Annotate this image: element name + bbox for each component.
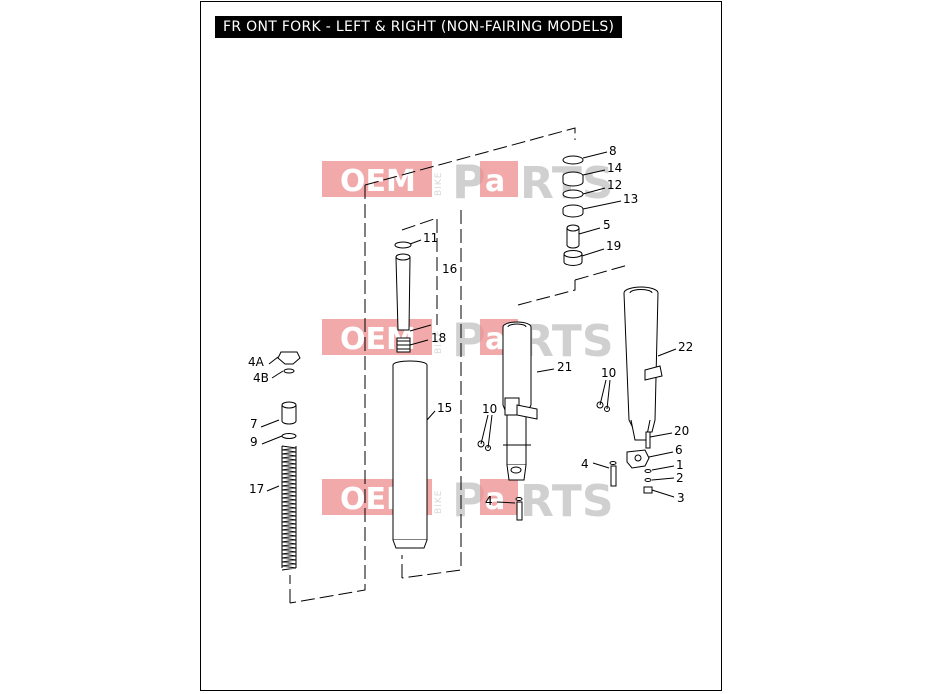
part-washer-9 <box>281 433 297 439</box>
callout-10-left: 10 <box>482 402 497 416</box>
callout-2: 2 <box>676 471 684 485</box>
svg-text:RTS: RTS <box>520 476 614 527</box>
callout-21: 21 <box>557 360 572 374</box>
part-bolt-4-right <box>609 461 617 487</box>
callout-15: 15 <box>437 401 452 415</box>
callout-5: 5 <box>603 218 611 232</box>
part-seal-14 <box>562 171 584 187</box>
callout-16: 16 <box>442 262 457 276</box>
part-bushing-19 <box>563 250 583 266</box>
callout-14: 14 <box>607 161 622 175</box>
callout-labels: 8 14 12 13 5 19 11 16 18 15 4A 4B 7 9 17… <box>248 144 693 508</box>
callout-22: 22 <box>678 340 693 354</box>
svg-text:a: a <box>485 482 505 517</box>
part-oring-4B <box>283 368 295 374</box>
callout-8: 8 <box>609 144 617 158</box>
diagram-title: FR ONT FORK - LEFT & RIGHT (NON-FAIRING … <box>215 16 623 38</box>
part-slider-left-21 <box>502 321 538 481</box>
part-fork-tube-15 <box>392 360 428 549</box>
callout-4-right: 4 <box>581 457 589 471</box>
callout-18: 18 <box>431 331 446 345</box>
callout-6: 6 <box>675 443 683 457</box>
part-spring-18 <box>396 337 411 353</box>
callout-10-right: 10 <box>601 366 616 380</box>
svg-text:a: a <box>485 322 505 357</box>
part-cap-4A <box>277 351 301 365</box>
part-spacer-7 <box>281 401 297 425</box>
dashed-group-lines <box>289 127 629 604</box>
part-retaining-ring-8 <box>562 155 584 165</box>
watermark-row-1: OEM BIKE P a RTS <box>322 155 614 209</box>
part-slider-right-22 <box>623 286 663 441</box>
part-stud-20 <box>645 431 651 449</box>
callout-11: 11 <box>423 231 438 245</box>
svg-text:a: a <box>485 164 505 199</box>
part-washer-1 <box>644 469 652 473</box>
part-spring-17 <box>281 445 297 571</box>
callout-20: 20 <box>674 424 689 438</box>
part-washer-12 <box>562 189 584 199</box>
part-nut-3 <box>643 486 653 494</box>
callout-12: 12 <box>607 178 622 192</box>
watermark-row-3: OEM BIKE P a RTS <box>322 473 614 527</box>
callout-4B: 4B <box>253 371 269 385</box>
part-lockwasher-2 <box>644 478 652 482</box>
svg-text:BIKE: BIKE <box>434 490 444 514</box>
leader-lines <box>260 151 677 504</box>
svg-text:RTS: RTS <box>520 316 614 367</box>
callout-1: 1 <box>676 458 684 472</box>
callout-13: 13 <box>623 192 638 206</box>
callout-3: 3 <box>677 491 685 505</box>
part-bushing-13 <box>562 204 584 218</box>
callout-7: 7 <box>250 417 258 431</box>
part-spacer-5 <box>566 224 580 249</box>
callout-9: 9 <box>250 435 258 449</box>
part-damper-rod-16 <box>394 241 412 331</box>
callout-4A: 4A <box>248 355 265 369</box>
part-bolt-4-left <box>515 497 523 521</box>
part-axle-clamp-6 <box>626 449 650 469</box>
watermark-row-2: OEM BIKE P a RTS <box>322 313 614 367</box>
svg-text:BIKE: BIKE <box>434 330 444 354</box>
callout-17: 17 <box>249 482 264 496</box>
callout-4-left: 4 <box>485 494 493 508</box>
callout-19: 19 <box>606 239 621 253</box>
svg-text:BIKE: BIKE <box>434 172 444 196</box>
